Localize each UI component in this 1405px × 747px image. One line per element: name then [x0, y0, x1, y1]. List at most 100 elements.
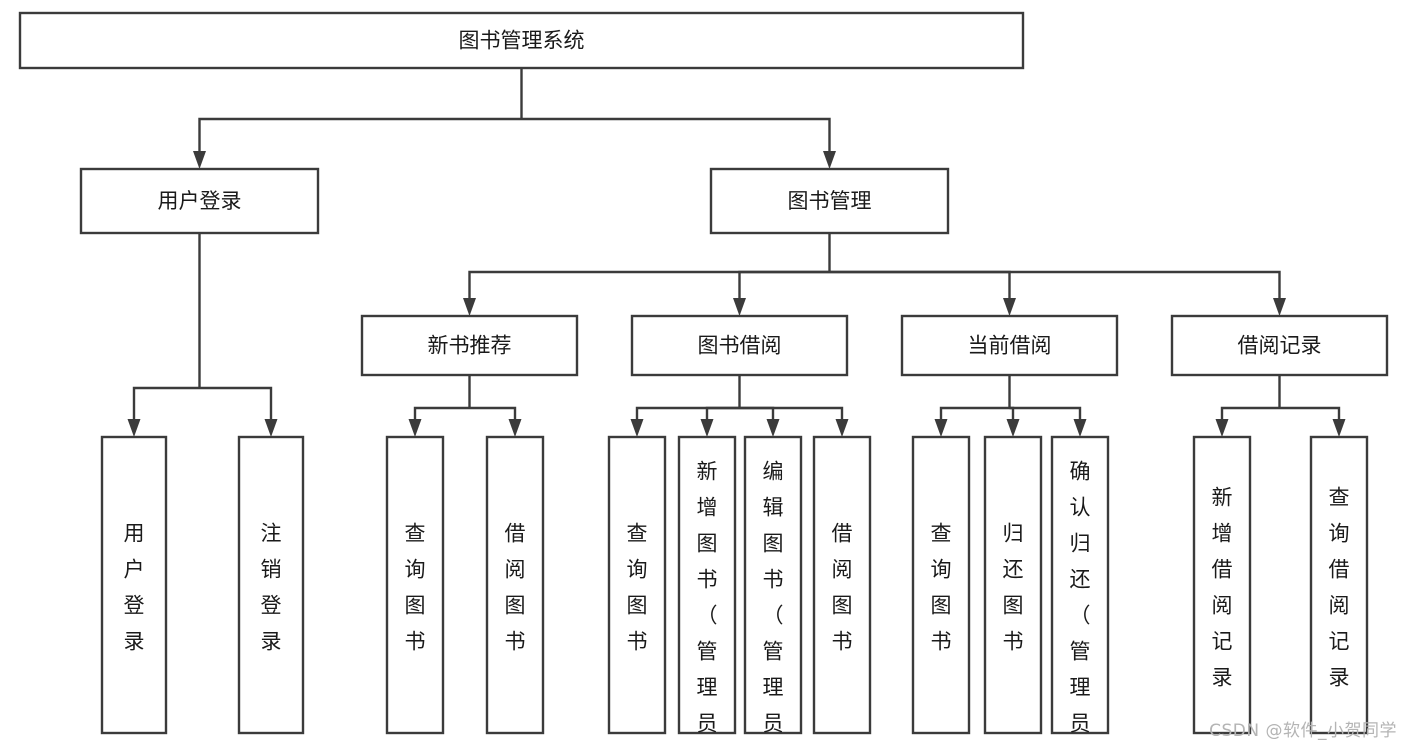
node-current-borrow[interactable]: 当前借阅 [900, 314, 1119, 377]
node-label: 借阅图书 [505, 521, 526, 653]
connector-line [198, 117, 522, 151]
node-label: 当前借阅 [968, 334, 1052, 358]
node-box [630, 314, 849, 377]
arrow-head-icon [1073, 419, 1087, 437]
node-leaf-user-login[interactable]: 用户登录 [100, 435, 168, 735]
arrow-head-icon [463, 298, 476, 316]
connector-line [469, 406, 517, 419]
node-label: 归还图书 [1003, 521, 1024, 653]
node-label: 借阅图书 [832, 521, 853, 653]
arrow-head-icon [1003, 298, 1016, 316]
arrow-head-icon [823, 151, 836, 169]
node-label: 注销登录 [261, 521, 282, 653]
node-new-book-recommend[interactable]: 新书推荐 [360, 314, 579, 377]
connector-line [738, 270, 830, 298]
connector-line [132, 386, 200, 419]
node-borrow-records[interactable]: 借阅记录 [1170, 314, 1389, 377]
node-label: 用户登录 [158, 189, 242, 213]
node-label: 新增图书（管理员） [697, 459, 718, 747]
node-label: 查询图书 [405, 521, 426, 653]
arrow-head-icon [508, 419, 522, 437]
connector-line [829, 270, 1281, 298]
node-box [1050, 435, 1110, 735]
arrow-head-icon [733, 298, 746, 316]
node-user-login[interactable]: 用户登录 [79, 167, 320, 235]
connector-line [1009, 406, 1082, 419]
node-box [900, 314, 1119, 377]
connector-line [1279, 406, 1341, 419]
node-box [18, 11, 1025, 70]
node-records-add-record[interactable]: 新增借阅记录 [1192, 435, 1252, 735]
node-recommend-borrow-book[interactable]: 借阅图书 [485, 435, 545, 735]
arrow-head-icon [1006, 419, 1020, 437]
arrow-head-icon [127, 419, 141, 437]
connector-line [739, 406, 775, 419]
node-label: 图书借阅 [698, 334, 782, 358]
node-records-query-record[interactable]: 查询借阅记录 [1309, 435, 1369, 735]
connector-line [1220, 406, 1280, 419]
node-label: 查询图书 [931, 521, 952, 653]
connector-line [939, 406, 1010, 419]
node-box [983, 435, 1043, 735]
connector-line [413, 406, 470, 419]
connector-line [829, 270, 1011, 298]
arrow-head-icon [1215, 419, 1229, 437]
node-box [709, 167, 950, 235]
node-box [1309, 435, 1369, 735]
node-box [677, 435, 737, 735]
connector-line [705, 406, 740, 419]
arrow-head-icon [408, 419, 422, 437]
node-book-borrow[interactable]: 图书借阅 [630, 314, 849, 377]
arrow-head-icon [630, 419, 644, 437]
node-label: 新增借阅记录 [1212, 485, 1233, 689]
arrow-head-icon [193, 151, 206, 169]
arrow-head-icon [835, 419, 849, 437]
arrow-head-icon [1273, 298, 1286, 316]
arrow-head-icon [264, 419, 278, 437]
arrow-head-icon [700, 419, 714, 437]
node-box [237, 435, 305, 735]
node-layer: 图书管理系统用户登录用户登录注销登录图书管理新书推荐查询图书借阅图书图书借阅查询… [18, 11, 1389, 747]
node-label: 借阅记录 [1238, 334, 1322, 358]
node-current-return-book[interactable]: 归还图书 [983, 435, 1043, 735]
node-box [743, 435, 803, 735]
arrow-head-icon [766, 419, 780, 437]
connector-layer [127, 68, 1346, 437]
connector-line [739, 406, 844, 419]
node-borrow-borrow-book[interactable]: 借阅图书 [812, 435, 872, 735]
node-label: 用户登录 [124, 521, 145, 653]
node-box [79, 167, 320, 235]
node-borrow-query-book[interactable]: 查询图书 [607, 435, 667, 735]
node-box [812, 435, 872, 735]
connector-line [521, 117, 831, 151]
node-borrow-edit-book[interactable]: 编辑图书（管理员） [743, 435, 803, 747]
node-label: 图书管理 [788, 189, 872, 213]
node-box [607, 435, 667, 735]
connector-line [635, 406, 740, 419]
node-box [360, 314, 579, 377]
node-recommend-query-book[interactable]: 查询图书 [385, 435, 445, 735]
node-box [1170, 314, 1389, 377]
arrow-head-icon [934, 419, 948, 437]
arrow-head-icon [1332, 419, 1346, 437]
node-current-confirm-return[interactable]: 确认归还（管理员） [1050, 435, 1110, 747]
node-box [911, 435, 971, 735]
node-box [100, 435, 168, 735]
node-label: 查询借阅记录 [1329, 485, 1350, 689]
node-label: 编辑图书（管理员） [763, 459, 784, 747]
node-current-query-book[interactable]: 查询图书 [911, 435, 971, 735]
connector-line [199, 386, 273, 419]
connector-line [468, 270, 830, 298]
node-label: 查询图书 [627, 521, 648, 653]
node-book-management[interactable]: 图书管理 [709, 167, 950, 235]
node-label: 新书推荐 [428, 334, 512, 358]
node-box [1192, 435, 1252, 735]
node-borrow-add-book[interactable]: 新增图书（管理员） [677, 435, 737, 747]
node-root[interactable]: 图书管理系统 [18, 11, 1025, 70]
node-label: 确认归还（管理员） [1070, 459, 1091, 747]
node-leaf-user-logout[interactable]: 注销登录 [237, 435, 305, 735]
node-box [485, 435, 545, 735]
node-label: 图书管理系统 [459, 29, 585, 53]
